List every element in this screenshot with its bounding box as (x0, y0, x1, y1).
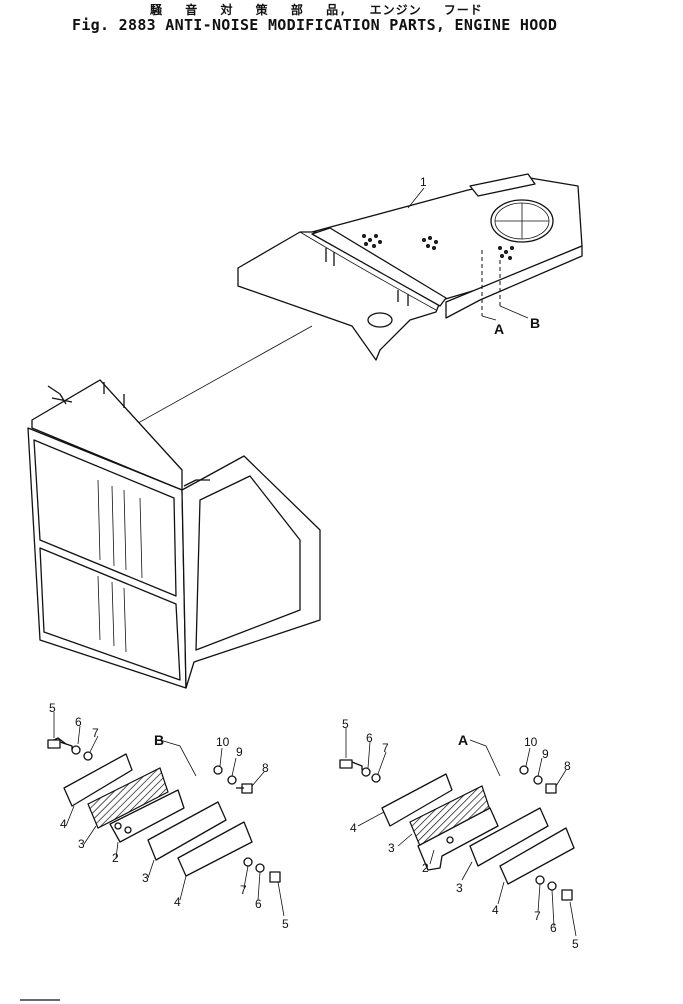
left-label-3-top: 3 (78, 837, 85, 851)
right-label-10: 10 (524, 735, 538, 749)
right-label-5-bottom: 5 (572, 937, 579, 951)
right-label-4-bottom: 4 (492, 903, 499, 917)
left-detail-assembly (47, 712, 285, 917)
callout-view-b: B (530, 315, 540, 331)
right-label-4-top: 4 (350, 821, 357, 835)
right-label-7-bottom: 7 (534, 909, 541, 923)
left-label-3-bottom: 3 (142, 871, 149, 885)
left-label-5-top: 5 (49, 701, 56, 715)
left-label-7-top: 7 (92, 726, 99, 740)
right-label-6-top: 6 (366, 731, 373, 745)
title-japanese: 騒 音 対 策 部 品, エンジン フード (150, 3, 483, 17)
left-label-2: 2 (112, 851, 119, 865)
right-label-7-top: 7 (382, 741, 389, 755)
vent-hole-clusters (362, 234, 514, 260)
left-label-5-bottom: 5 (282, 917, 289, 931)
left-label-6-top: 6 (75, 715, 82, 729)
right-label-3-bottom: 3 (456, 881, 463, 895)
right-label-9: 9 (542, 747, 549, 761)
engine-hood (237, 173, 583, 361)
right-label-3-top: 3 (388, 841, 395, 855)
figure-title: Fig. 2883 ANTI-NOISE MODIFICATION PARTS,… (72, 16, 558, 34)
callout-view-a: A (494, 321, 504, 337)
right-label-5-top: 5 (342, 717, 349, 731)
left-label-10: 10 (216, 735, 230, 749)
left-label-4-top: 4 (60, 817, 67, 831)
right-ref-a: A (458, 732, 468, 748)
left-label-7-bottom: 7 (240, 883, 247, 897)
left-label-8: 8 (262, 761, 269, 775)
left-label-6-bottom: 6 (255, 897, 262, 911)
radiator-frame (27, 379, 321, 689)
callout-part-1: 1 (420, 175, 427, 189)
left-ref-b: B (154, 732, 164, 748)
right-label-8: 8 (564, 759, 571, 773)
right-label-2: 2 (422, 861, 429, 875)
right-label-6-bottom: 6 (550, 921, 557, 935)
right-detail-assembly (339, 728, 577, 937)
left-label-9: 9 (236, 745, 243, 759)
left-label-4-bottom: 4 (174, 895, 181, 909)
